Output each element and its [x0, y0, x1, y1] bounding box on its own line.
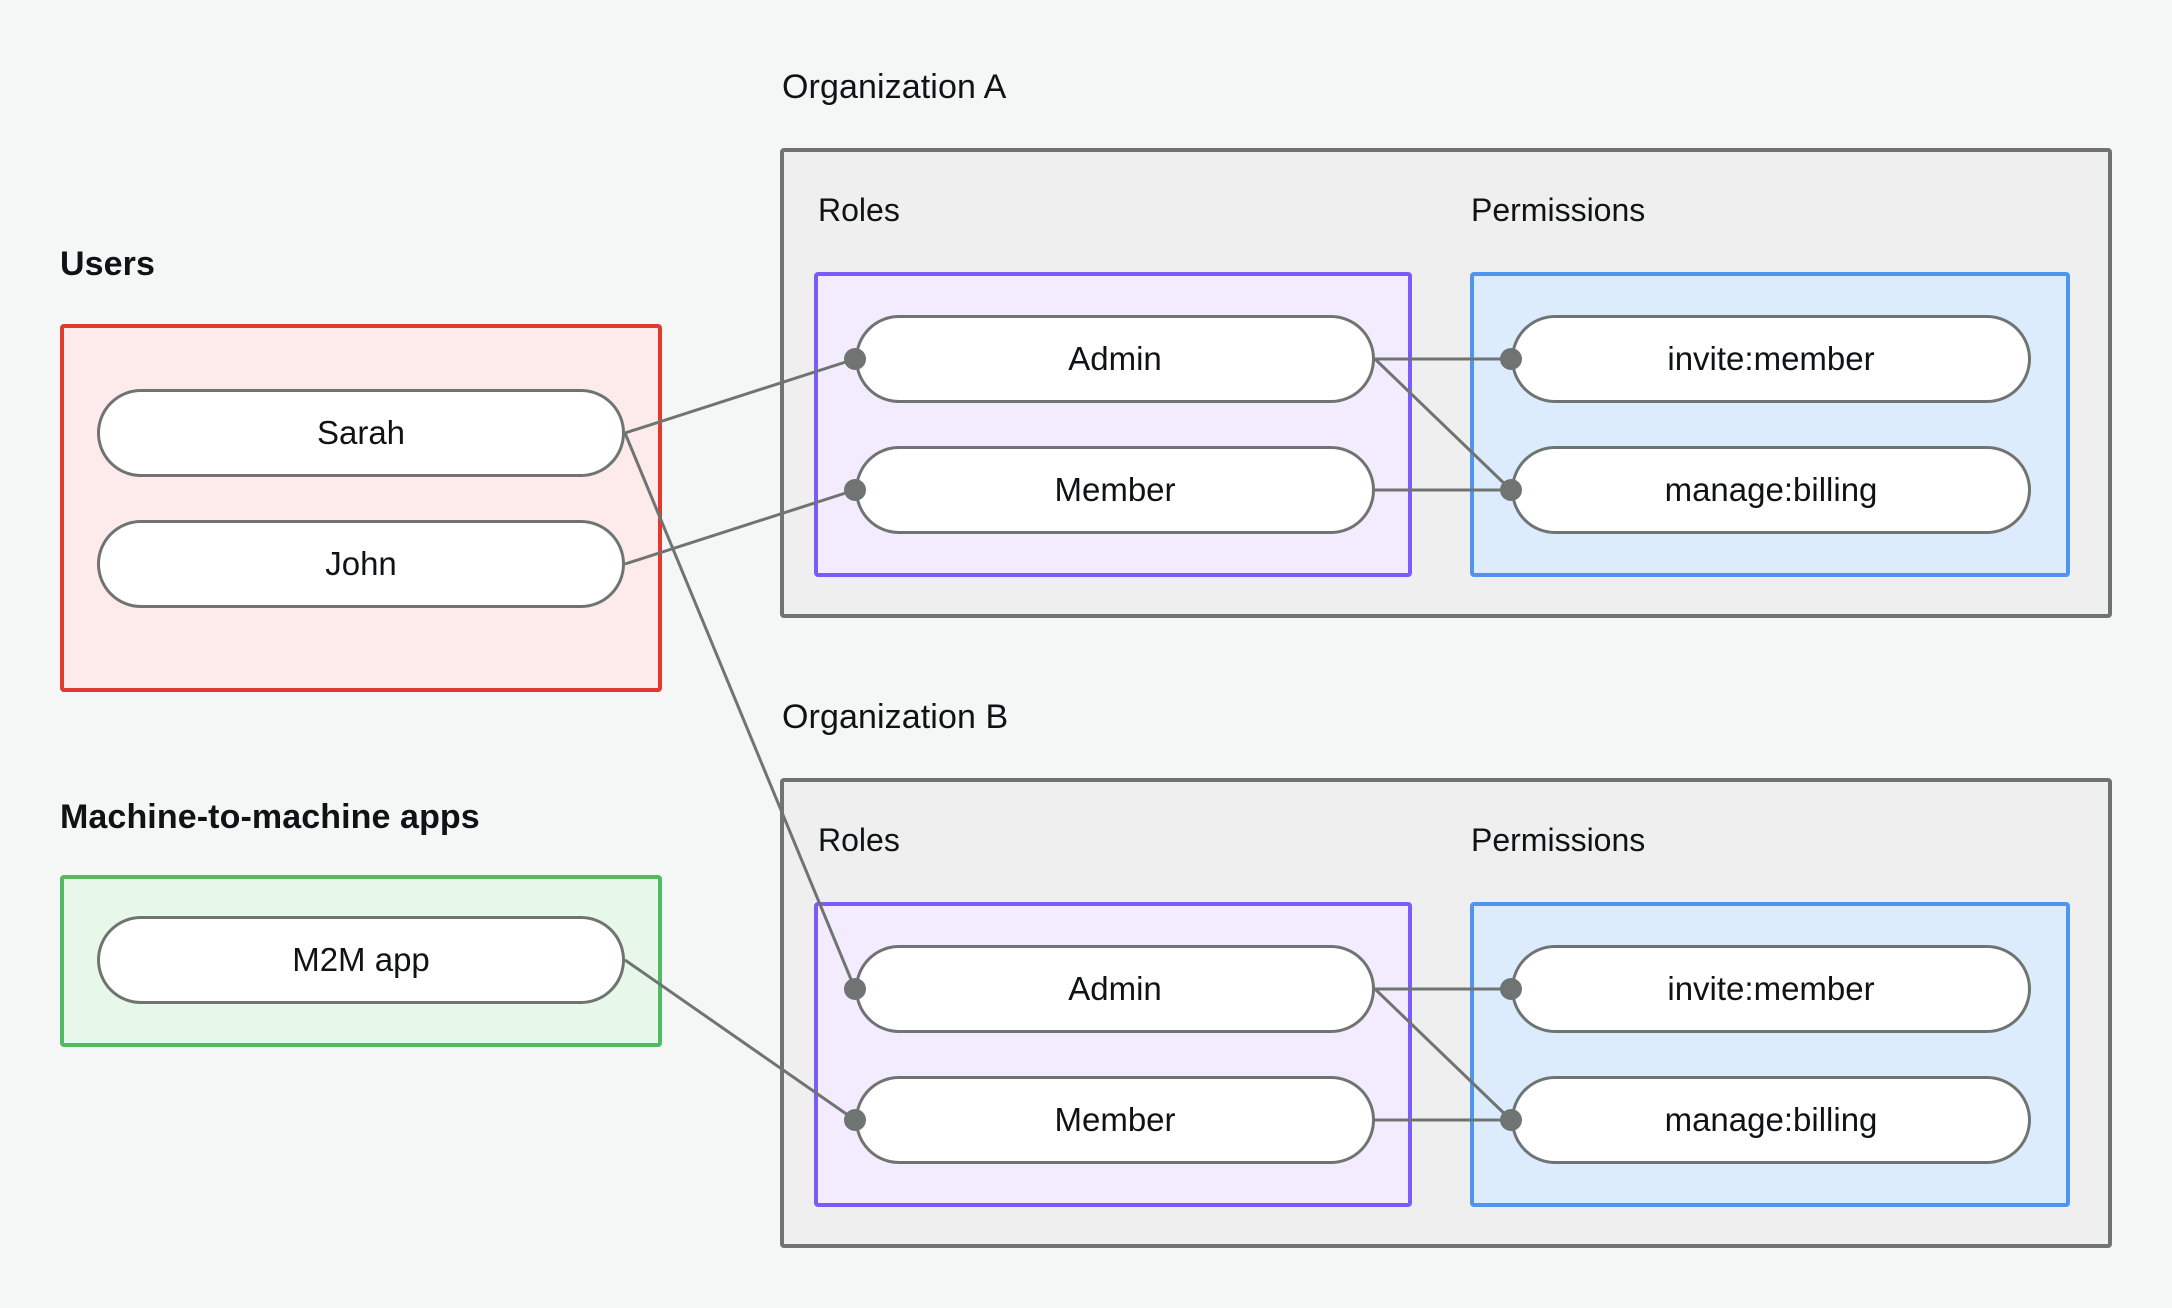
m2m-pill-app[interactable]: M2M app: [97, 916, 625, 1004]
org-a-permissions-label: Permissions: [1471, 192, 1646, 228]
org-b-role-pill-admin[interactable]: Admin: [855, 945, 1375, 1033]
org-a-permission-pill-manage-billing[interactable]: manage:billing: [1511, 446, 2031, 534]
org-b-permissions-label: Permissions: [1471, 822, 1646, 858]
users-group-label: Users: [60, 245, 156, 283]
org-b-permission-pill-manage-billing[interactable]: manage:billing: [1511, 1076, 2031, 1164]
user-pill-john[interactable]: John: [97, 520, 625, 608]
users-container: [60, 324, 662, 692]
org-b-role-pill-member[interactable]: Member: [855, 1076, 1375, 1164]
org-a-permission-pill-invite-member[interactable]: invite:member: [1511, 315, 2031, 403]
org-a-role-pill-member[interactable]: Member: [855, 446, 1375, 534]
user-pill-sarah[interactable]: Sarah: [97, 389, 625, 477]
org-a-roles-label: Roles: [818, 192, 900, 228]
organization-b-label: Organization B: [782, 698, 1009, 736]
m2m-group-label: Machine-to-machine apps: [60, 798, 480, 836]
org-b-roles-label: Roles: [818, 822, 900, 858]
org-b-permission-pill-invite-member[interactable]: invite:member: [1511, 945, 2031, 1033]
org-a-role-pill-admin[interactable]: Admin: [855, 315, 1375, 403]
organization-a-label: Organization A: [782, 68, 1007, 106]
